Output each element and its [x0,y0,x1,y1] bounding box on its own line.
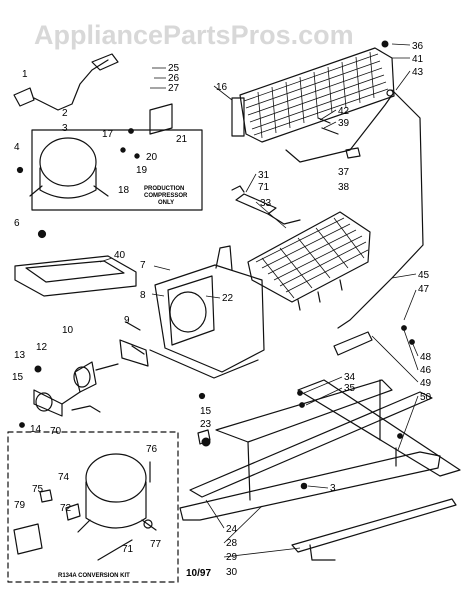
callout-49: 49 [420,378,432,389]
callout-71-top: 71 [258,182,270,193]
callout-labels: 1 2 3 4 6 7 8 9 10 12 13 14 15 15 16 17 … [12,41,432,578]
callout-26: 26 [168,73,180,84]
production-note-line-1: PRODUCTION [144,186,184,192]
callout-37: 37 [338,167,350,178]
callout-18: 18 [118,185,130,196]
callout-35: 35 [344,383,356,394]
callout-23: 23 [200,419,212,430]
callout-77: 77 [150,539,162,550]
callout-28: 28 [226,538,238,549]
callout-74: 74 [58,472,70,483]
callout-29: 29 [226,552,238,563]
callout-3-base: 3 [330,483,336,494]
callout-31: 31 [258,170,270,181]
callout-24: 24 [226,524,238,535]
conversion-kit-group: R134A CONVERSION KIT [7,431,179,583]
condenser-coil [231,40,424,329]
callout-70: 70 [50,426,62,437]
callout-15-left: 15 [12,372,24,383]
fan-bracket [119,245,265,447]
callout-2: 2 [62,108,68,119]
base-frame [179,325,461,561]
callout-8: 8 [140,290,146,301]
production-note-line-2: COMPRESSOR [144,193,188,199]
condenser-bracket-left [231,97,245,137]
callout-15-center: 15 [200,406,212,417]
callout-9: 9 [124,315,130,326]
callout-48: 48 [420,352,432,363]
callout-43: 43 [412,67,424,78]
evaporator-coil [231,185,371,311]
screw-15 [198,392,206,400]
kit-tube-71 [97,539,133,561]
callout-12: 12 [36,342,48,353]
screw-36 [381,40,389,48]
callout-1: 1 [22,69,28,80]
clip-37 [345,147,361,159]
callout-3: 3 [62,123,68,134]
conversion-kit-box [7,431,179,583]
callout-50: 50 [420,392,432,403]
callout-40: 40 [114,250,126,261]
callout-22: 22 [222,293,234,304]
callout-36: 36 [412,41,424,52]
callout-4: 4 [14,142,20,153]
watermark-text: AppliancePartsPros.com [34,20,354,50]
compressor-body [39,137,97,187]
power-cord [33,59,109,111]
callout-76: 76 [146,444,158,455]
production-compressor-box [31,129,203,211]
callout-7: 7 [140,260,146,271]
callout-16: 16 [216,82,228,93]
relay-20 [149,103,173,135]
leader-lines [99,43,419,558]
production-compressor-group: PRODUCTION COMPRESSOR ONLY [13,53,203,239]
callout-38: 38 [338,182,350,193]
drain-pan [14,255,137,297]
callout-75: 75 [32,484,44,495]
callout-79: 79 [14,500,26,511]
callout-42: 42 [338,106,350,117]
power-cord-plug [13,87,35,107]
conversion-kit-label: R134A CONVERSION KIT [58,573,130,579]
kit-compressor [85,453,147,503]
callout-17: 17 [102,129,114,140]
callout-10: 10 [62,325,74,336]
fan-motor [19,361,119,428]
callout-33: 33 [260,198,272,209]
callout-27: 27 [168,83,180,94]
callout-39: 39 [338,118,350,129]
callout-25: 25 [168,63,180,74]
callout-72: 72 [60,503,72,514]
callout-34: 34 [344,372,356,383]
callout-41: 41 [412,54,424,65]
grommet-23 [201,437,211,447]
screw-3 [300,482,308,490]
callout-6: 6 [14,218,20,229]
callout-47: 47 [418,284,430,295]
callout-30: 30 [226,567,238,578]
drier-43 [386,89,394,97]
drain-trough-46 [333,331,373,356]
fan-blade-10 [119,339,149,367]
heater-31 [235,193,277,215]
production-note-line-3: ONLY [158,200,174,206]
callout-19: 19 [136,165,148,176]
callout-46: 46 [420,365,432,376]
kit-relay-79 [13,523,43,555]
callout-45: 45 [418,270,430,281]
date-code: 10/97 [186,568,211,579]
callout-14: 14 [30,424,42,435]
callout-71-kit: 71 [122,544,134,555]
callout-13: 13 [14,350,26,361]
callout-21: 21 [176,134,188,145]
callout-20: 20 [146,152,158,163]
